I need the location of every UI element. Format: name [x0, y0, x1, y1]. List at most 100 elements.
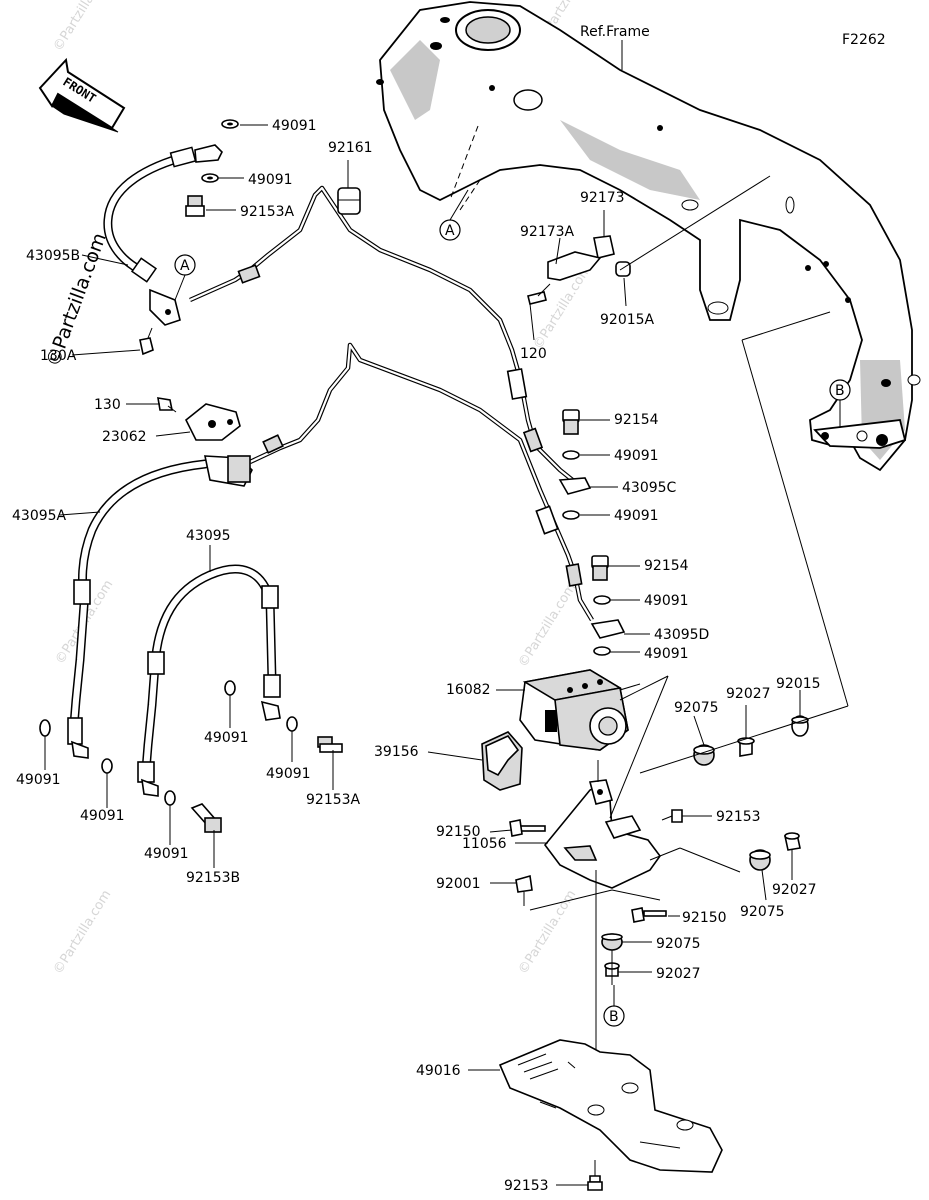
part-label: 49091 — [204, 730, 249, 746]
collar-icon — [784, 832, 801, 851]
part-label: 92001 — [436, 876, 481, 892]
washer-icon — [201, 173, 219, 183]
washer-icon — [286, 716, 298, 732]
pad-39156 — [481, 731, 523, 791]
brake-hose-43095b — [103, 144, 223, 356]
bracket-92173-group — [527, 175, 771, 305]
part-label: 92153A — [240, 204, 295, 220]
collar-icon — [737, 737, 755, 757]
leader-line — [639, 705, 849, 774]
part-label: 49091 — [614, 448, 659, 464]
part-label: 92027 — [772, 882, 817, 898]
brake-hose-43095 — [137, 564, 281, 797]
watermark-text: ©Partzilla.com — [51, 888, 115, 978]
brake-pipe-middle — [249, 342, 594, 622]
watermark-text: ©Partzilla.com — [516, 581, 580, 671]
part-label: 49091 — [644, 646, 689, 662]
abs-bracket-11056 — [543, 675, 669, 930]
washer-icon — [224, 680, 236, 696]
collar-icon — [791, 715, 809, 737]
part-label: 43095D — [654, 627, 709, 643]
washer-icon — [562, 450, 580, 460]
part-label: 49091 — [272, 118, 317, 134]
grommet-icon — [693, 744, 715, 766]
bolt-icon — [515, 874, 533, 906]
union-icon — [558, 477, 592, 495]
callout-a-label: A — [445, 223, 455, 239]
part-label: 43095C — [622, 480, 677, 496]
washer-icon — [221, 119, 239, 129]
part-label: 92150 — [436, 824, 481, 840]
part-label: 43095A — [12, 508, 67, 524]
part-label: 92015 — [776, 676, 821, 692]
abs-hydraulic-unit-16082 — [519, 669, 669, 751]
washer-icon — [593, 595, 611, 605]
leader-line — [741, 339, 849, 707]
watermark-text: ©Partzilla.com — [51, 0, 115, 54]
part-label: 49091 — [16, 772, 61, 788]
part-label: 92173 — [580, 190, 625, 206]
part-label: 92027 — [656, 966, 701, 982]
frame-ref-label: Ref.Frame — [580, 24, 650, 40]
callout-a-left: A — [174, 254, 196, 301]
callout-b-bottom: B — [603, 985, 625, 1027]
brake-pipe-upper — [189, 185, 577, 484]
part-label: 92161 — [328, 140, 373, 156]
washer-icon — [39, 719, 51, 737]
bolt-icon — [591, 555, 609, 581]
part-label: 49091 — [144, 846, 189, 862]
part-label: 92154 — [614, 412, 659, 428]
bolt-icon — [190, 803, 222, 833]
frame-assembly — [376, 1, 921, 472]
bolt-icon — [587, 1160, 603, 1191]
brake-hose-43095a — [67, 455, 253, 759]
part-label: 92153 — [716, 809, 761, 825]
part-label: 49091 — [644, 593, 689, 609]
bolt-icon — [661, 809, 683, 823]
part-label: 120 — [520, 346, 547, 362]
part-label: 92173A — [520, 224, 575, 240]
part-label: 130 — [94, 397, 121, 413]
leader-line — [174, 274, 186, 301]
part-label: 49091 — [614, 508, 659, 524]
leader-line — [649, 847, 681, 861]
callout-a-top: A — [439, 189, 469, 241]
leader-line — [741, 311, 831, 341]
part-label: 49091 — [248, 172, 293, 188]
bolt-icon — [509, 819, 546, 837]
front-arrow-icon: FRONT — [38, 57, 126, 133]
part-label: 49091 — [266, 766, 311, 782]
callout-b-label: B — [835, 383, 845, 399]
clip-92161 — [337, 187, 361, 215]
part-label: 92153 — [504, 1178, 549, 1194]
grommet-icon — [601, 933, 623, 951]
leader-line — [679, 847, 741, 873]
part-label: 92154 — [644, 558, 689, 574]
bolt-icon — [317, 736, 343, 753]
part-label: 23062 — [102, 429, 147, 445]
bracket-23062 — [157, 397, 241, 441]
callout-b-label: B — [609, 1009, 619, 1025]
part-labels: 49091 49091 92153A 43095B 130A 92161 921… — [12, 118, 821, 1194]
washer-icon — [562, 510, 580, 520]
part-label: 92153A — [306, 792, 361, 808]
part-label: 16082 — [446, 682, 491, 698]
watermark-text: ©Partzilla.com — [516, 888, 580, 978]
part-label: 92075 — [674, 700, 719, 716]
washer-icon — [101, 758, 113, 774]
bolt-icon — [185, 195, 205, 217]
part-label: 43095B — [26, 248, 80, 264]
part-label: 92027 — [726, 686, 771, 702]
leader-line — [449, 189, 469, 221]
part-label: 11056 — [462, 836, 507, 852]
leader-line — [611, 889, 661, 901]
leader-line — [529, 889, 613, 911]
part-label: 43095 — [186, 528, 231, 544]
under-cover-49016 — [498, 1039, 723, 1173]
part-label: 49091 — [80, 808, 125, 824]
leader-lines — [44, 124, 801, 1186]
washer-icon — [164, 790, 176, 806]
part-label: 92153B — [186, 870, 240, 886]
